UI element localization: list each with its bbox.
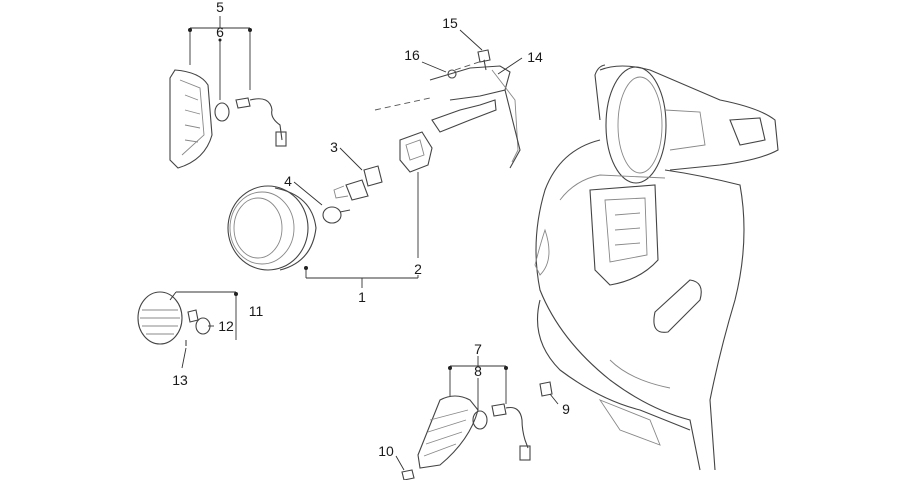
clip-9: [539, 381, 553, 397]
front-turn-signal-left: [169, 69, 287, 169]
bracket-assembly: [374, 49, 521, 169]
callout-9: 9: [562, 401, 570, 417]
callout-7: 7: [474, 341, 482, 357]
callout-8: 8: [474, 363, 482, 379]
scooter-headlight-ring: [605, 66, 667, 184]
leader-lines: [169, 16, 559, 471]
bulb-holder: [235, 97, 251, 109]
connector: [275, 131, 287, 147]
lamp-lens-11: [137, 291, 183, 345]
callout-4: 4: [284, 173, 292, 189]
callout-2: 2: [414, 261, 422, 277]
connector-bottom: [519, 445, 531, 461]
callout-14: 14: [527, 49, 543, 65]
halogen-bulb-3: [345, 179, 369, 201]
bracket-14: [429, 65, 511, 101]
turn-signal-lens-bottom: [417, 395, 479, 469]
callout-10: 10: [378, 443, 394, 459]
front-turn-signal-right: [401, 381, 553, 480]
screw-15: [477, 49, 491, 63]
bulb-6: [214, 102, 230, 122]
scooter-front-body: [534, 64, 779, 471]
turn-signal-lens: [169, 69, 213, 169]
bulb-8: [472, 410, 488, 430]
bulb-socket-2: [399, 131, 433, 173]
callout-5: 5: [216, 0, 224, 15]
callout-labels: 1 2 3 4 5 6 7 8 9 10 11 12 13 14 15 16: [172, 0, 570, 459]
bulb-4: [322, 206, 342, 224]
headlight-assembly: [227, 131, 433, 271]
callout-13: 13: [172, 372, 188, 388]
callout-6: 6: [216, 24, 224, 40]
callout-11: 11: [249, 303, 264, 319]
callout-12: 12: [218, 318, 234, 334]
small-lamp-assembly: [137, 291, 211, 346]
callout-15: 15: [442, 15, 458, 31]
callout-3: 3: [330, 139, 338, 155]
horn-cover-panel: [589, 184, 659, 286]
screw-10: [401, 469, 415, 480]
callout-16: 16: [404, 47, 420, 63]
nut-16: [447, 69, 457, 79]
headlight-unit: [227, 185, 309, 271]
callout-1: 1: [358, 289, 366, 305]
